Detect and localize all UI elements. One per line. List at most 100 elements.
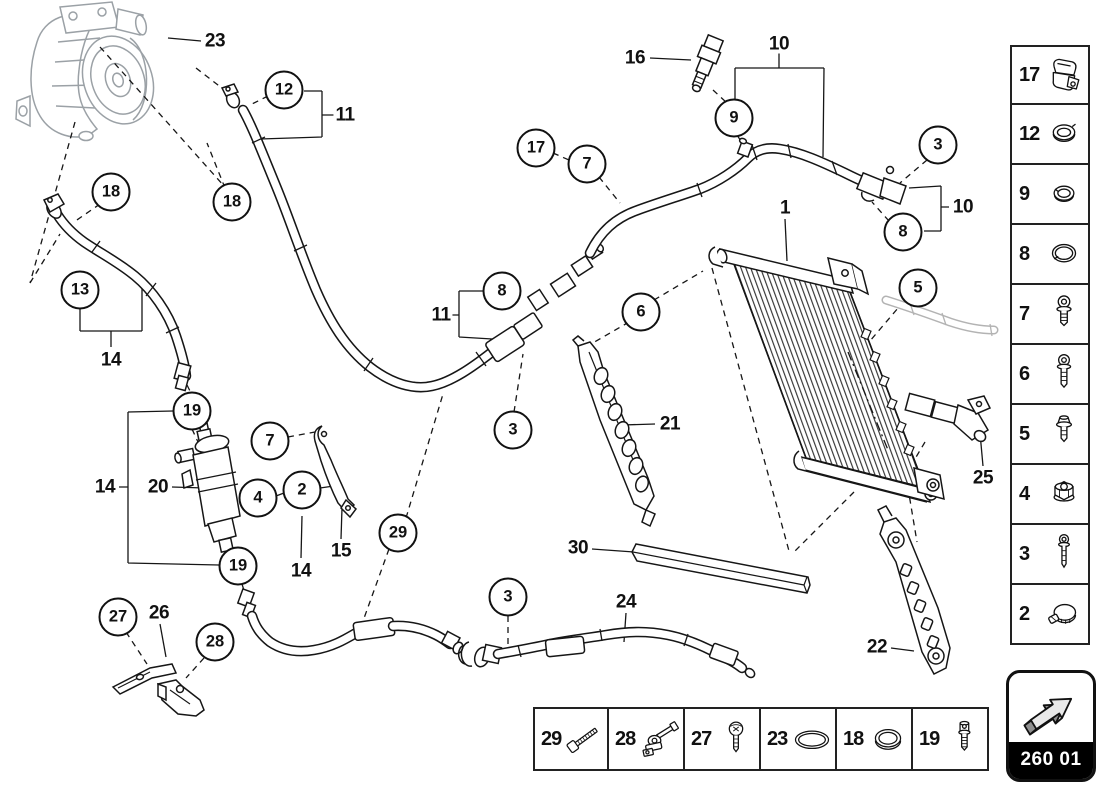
sidebar-item-17[interactable]: 17 (1010, 45, 1090, 105)
sidebar-item-5[interactable]: 5 (1010, 405, 1090, 465)
bolt-medium-icon (1056, 354, 1072, 389)
strip-item-number: 23 (767, 727, 788, 750)
sidebar-item-number: 3 (1019, 542, 1030, 565)
o-ring-large-icon (795, 730, 830, 750)
strip-item-19[interactable]: 19 (913, 707, 989, 771)
sidebar-item-number: 17 (1019, 63, 1040, 86)
socket-bolt-icon (958, 720, 971, 751)
small-parts-strip: 29 28 (533, 707, 989, 771)
callout-label-16[interactable]: 16 (622, 47, 648, 69)
sidebar-item-12[interactable]: 12 (1010, 105, 1090, 165)
strip-item-29[interactable]: 29 (533, 707, 609, 771)
strip-item-number: 27 (691, 727, 712, 750)
sidebar-item-4[interactable]: 4 (1010, 465, 1090, 525)
callout-label-30[interactable]: 30 (565, 537, 591, 559)
direction-arrow-icon (1009, 673, 1093, 742)
callout-circle-18[interactable]: 18 (212, 182, 252, 222)
sidebar-item-2[interactable]: 2 (1010, 585, 1090, 645)
hose-clamp-icon (1048, 603, 1077, 624)
hose-11 (220, 83, 605, 393)
sidebar-item-number: 2 (1019, 602, 1030, 625)
callout-circle-29[interactable]: 29 (378, 513, 418, 553)
clamp-assembly-icon (642, 721, 680, 757)
strip-item-27[interactable]: 27 (685, 707, 761, 771)
callout-circle-3[interactable]: 3 (493, 410, 533, 450)
callout-circle-8[interactable]: 8 (482, 271, 522, 311)
callout-circle-3[interactable]: 3 (488, 577, 528, 617)
bracket-22 (876, 505, 951, 675)
hose-14-upper (42, 193, 192, 392)
callout-circle-18[interactable]: 18 (91, 172, 131, 212)
callout-circle-3[interactable]: 3 (918, 125, 958, 165)
callout-circle-27[interactable]: 27 (98, 597, 138, 637)
callout-circle-12[interactable]: 12 (264, 70, 304, 110)
flange-bolt-icon (1055, 415, 1073, 443)
callout-label-20[interactable]: 20 (145, 476, 171, 498)
callout-label-11[interactable]: 11 (333, 104, 357, 126)
callout-label-24[interactable]: 24 (613, 591, 639, 613)
callout-label-11[interactable]: 11 (429, 304, 453, 326)
hose-14-lower (236, 587, 464, 657)
callout-circle-28[interactable]: 28 (195, 622, 235, 662)
callout-label-21[interactable]: 21 (657, 413, 683, 435)
bolt-short-icon (1056, 295, 1072, 327)
callout-circle-4[interactable]: 4 (238, 478, 278, 518)
compressor-illustration (15, 1, 155, 142)
o-ring-icon (875, 728, 902, 750)
callout-label-25[interactable]: 25 (970, 467, 996, 489)
faded-hose-right (881, 295, 999, 337)
cable-tie-icon (566, 727, 598, 754)
sidebar-item-9[interactable]: 9 (1010, 165, 1090, 225)
flange-nut-icon (1053, 480, 1075, 502)
callout-label-26[interactable]: 26 (146, 602, 172, 624)
bolt-long-icon (1058, 534, 1070, 569)
sidebar-item-number: 9 (1019, 182, 1030, 205)
sidebar-item-number: 8 (1019, 242, 1030, 265)
pipe-clamp-icon (1052, 58, 1080, 91)
callout-circle-17[interactable]: 17 (516, 128, 556, 168)
sidebar-item-number: 4 (1019, 482, 1030, 505)
condenser (708, 246, 945, 504)
sidebar-item-8[interactable]: 8 (1010, 225, 1090, 285)
callout-label-14[interactable]: 14 (98, 349, 124, 371)
sidebar-item-3[interactable]: 3 (1010, 525, 1090, 585)
callout-label-10[interactable]: 10 (950, 196, 976, 218)
callout-circle-19[interactable]: 19 (218, 546, 258, 586)
sidebar-item-6[interactable]: 6 (1010, 345, 1090, 405)
callout-circle-7[interactable]: 7 (567, 144, 607, 184)
dashed-leader-lines (29, 46, 928, 679)
strip-item-18[interactable]: 18 (837, 707, 913, 771)
strip-item-28[interactable]: 28 (609, 707, 685, 771)
callout-circle-6[interactable]: 6 (621, 292, 661, 332)
strip-item-number: 18 (843, 727, 864, 750)
strip-item-number: 19 (919, 727, 940, 750)
elbow-fitting-25 (904, 392, 992, 443)
callout-circle-2[interactable]: 2 (282, 470, 322, 510)
strip-item-23[interactable]: 23 (761, 707, 837, 771)
charge-valve-16 (691, 33, 725, 93)
callout-circle-5[interactable]: 5 (898, 268, 938, 308)
callout-circle-8[interactable]: 8 (883, 212, 923, 252)
callout-label-23[interactable]: 23 (202, 30, 228, 52)
callout-circle-7[interactable]: 7 (250, 421, 290, 461)
callout-label-14[interactable]: 14 (288, 560, 314, 582)
callout-circle-9[interactable]: 9 (714, 98, 754, 138)
callout-label-1[interactable]: 1 (777, 197, 793, 219)
bracket-15 (313, 425, 358, 519)
callout-label-15[interactable]: 15 (328, 540, 354, 562)
strip-item-number: 29 (541, 727, 562, 750)
bracket-21 (571, 335, 656, 528)
sidebar-item-number: 7 (1019, 302, 1030, 325)
sidebar-item-7[interactable]: 7 (1010, 285, 1090, 345)
callout-label-22[interactable]: 22 (864, 636, 890, 658)
callout-label-10[interactable]: 10 (766, 33, 792, 55)
callout-label-14[interactable]: 14 (92, 476, 118, 498)
seal-ring-icon (1052, 123, 1076, 142)
page-code-box[interactable]: 260 01 (1006, 670, 1096, 782)
callout-circle-19[interactable]: 19 (172, 391, 212, 431)
sidebar-item-number: 5 (1019, 422, 1030, 445)
callout-circle-13[interactable]: 13 (60, 270, 100, 310)
